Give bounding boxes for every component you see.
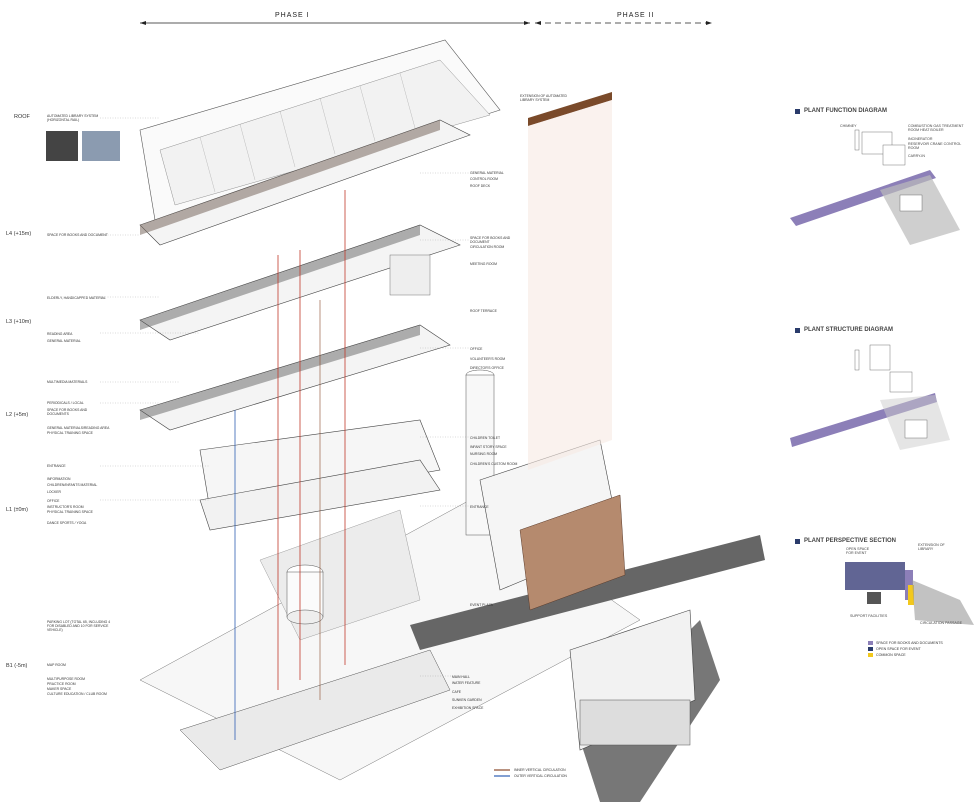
label-roof-deck: ROOF DECK <box>470 184 491 188</box>
photo-rail-1 <box>46 131 78 161</box>
label-sunken: SUNKEN GARDEN <box>452 698 482 702</box>
label-circulation-passage: CIRCULATION PASSAGE <box>920 621 963 625</box>
phase1-label: PHASE I <box>275 12 310 19</box>
label-map-room: MAP ROOM <box>47 663 66 667</box>
label-c-general: GENERAL MATERIAL <box>470 171 504 175</box>
legend-common: COMMON SPACE <box>868 653 906 657</box>
legend-event: OPEN SPACE FOR EVENT <box>868 647 921 651</box>
label-periodicals: PERIODICALS / LOCAL <box>47 401 84 405</box>
label-director: DIRECTOR'S OFFICE <box>470 366 504 370</box>
label-elderly: ELDERLY, HANDICAPPED MATERIAL <box>47 296 106 300</box>
label-maker: MAKER SPACE <box>47 687 72 691</box>
title-bullet-icon <box>795 327 800 333</box>
label-c-entrance: ENTRANCE <box>470 505 489 509</box>
label-water: WATER FEATURE <box>452 681 481 685</box>
label-nursing: NURSING ROOM <box>470 452 498 456</box>
level-l2: L2 (+5m) <box>6 412 29 418</box>
label-reservoir: RESERVOIR CRANE CONTROL ROOM <box>908 142 962 150</box>
label-extension: EXTENSION OF AUTOMATED LIBRARY SYSTEM <box>520 94 567 102</box>
label-infant-story: INFANT STORY SPACE <box>470 445 507 449</box>
label-volunteer: VOLUNTEER'S ROOM <box>470 357 506 361</box>
label-exhibition: EXHIBITION SPACE <box>452 706 484 710</box>
label-circulation: CIRCULATION ROOM <box>470 245 505 249</box>
label-cafe: CAFE <box>452 690 462 694</box>
label-c-office: OFFICE <box>470 347 483 351</box>
label-practice: PRACTICE ROOM <box>47 682 76 686</box>
label-carry-in: CARRY-IN <box>908 154 925 158</box>
label-event-plaza: EVENT PLAZA <box>470 603 493 607</box>
label-general-material: GENERAL MATERIAL <box>47 339 81 343</box>
label-extension-library: EXTENSION OF LIBRARY <box>918 543 945 551</box>
label-children-toilet: CHILDREN TOILET <box>470 436 501 440</box>
level-l4: L4 (+15m) <box>6 231 32 237</box>
label-multimedia: MULTIMEDIA MATERIALS <box>47 380 88 384</box>
label-incinerator: INCINERATOR <box>908 137 933 141</box>
label-instructor: INSTRUCTOR'S ROOM <box>47 505 84 509</box>
label-entrance: ENTRANCE <box>47 464 66 468</box>
label-space-books-docs: SPACE FOR BOOKS AND DOCUMENTS <box>47 408 88 416</box>
function-diagram-title: PLANT FUNCTION DIAGRAM <box>795 108 887 114</box>
structure-diagram-title: PLANT STRUCTURE DIAGRAM <box>795 327 893 333</box>
label-combustion: COMBUSTION GAS TREATMENT ROOM HEAT BOILE… <box>908 124 964 132</box>
legend-inner-circulation: INNER VERTICAL CIRCULATION <box>514 768 566 772</box>
label-control: CONTROL ROOM <box>470 177 498 181</box>
legend-books: SPACE FOR BOOKS AND DOCUMENTS <box>868 641 943 645</box>
label-roof-terrace: ROOF TERRACE <box>470 309 497 313</box>
label-physical-training-2: PHYSICAL TRAINING SPACE <box>47 431 93 435</box>
label-parking: PARKING LOT (TOTAL 65, INCLUDING 4 FOR D… <box>47 620 111 632</box>
label-office: OFFICE <box>47 499 60 503</box>
photo-rail-2 <box>82 131 120 161</box>
label-dance: DANCE SPORTS / YOGA <box>47 521 87 525</box>
label-meeting: MEETING ROOM <box>470 262 497 266</box>
label-automated-library: AUTOMATED LIBRARY SYSTEM (HORIZONTAL RAI… <box>47 114 99 122</box>
label-reading-area: READING AREA <box>47 332 73 336</box>
label-c-space-books: SPACE FOR BOOKS AND DOCUMENT <box>470 236 511 244</box>
legend-outer-circulation: OUTER VERTICAL CIRCULATION <box>514 774 567 778</box>
label-children-custom: CHILDREN'S CUSTOM ROOM <box>470 462 518 466</box>
level-l1: L1 (±0m) <box>6 507 28 513</box>
label-support: SUPPORT FACILITIES <box>850 614 888 618</box>
label-children: CHILDREN/INFANTS MATERIAL <box>47 483 98 487</box>
purple-swatch <box>868 641 873 645</box>
label-open-space: OPEN SPACE FOR EVENT <box>846 547 870 555</box>
label-locker: LOCKER <box>47 490 61 494</box>
title-bullet-icon <box>795 538 800 544</box>
level-l3: L3 (+10m) <box>6 319 32 325</box>
yellow-swatch <box>868 653 873 657</box>
label-physical-training: PHYSICAL TRAINING SPACE <box>47 510 93 514</box>
label-main-hall: MAIN HALL <box>452 675 470 679</box>
title-bullet-icon <box>795 108 800 114</box>
label-general-reading: GENERAL MATERIALS/READING AREA <box>47 426 110 430</box>
label-space-books: SPACE FOR BOOKS AND DOCUMENT <box>47 233 108 237</box>
level-roof: ROOF <box>14 114 30 120</box>
label-culture: CULTURE EDUCATION / CLUB ROOM <box>47 692 107 696</box>
label-multipurpose: MULTIPURPOSE ROOM <box>47 677 85 681</box>
navy-swatch <box>868 647 873 651</box>
level-b1: B1 (-5m) <box>6 663 28 669</box>
label-chimney: CHIMNEY <box>840 124 857 128</box>
phase2-label: PHASE II <box>617 12 655 19</box>
section-diagram-title: PLANT PERSPECTIVE SECTION <box>795 538 896 544</box>
label-information: INFORMATION <box>47 477 71 481</box>
